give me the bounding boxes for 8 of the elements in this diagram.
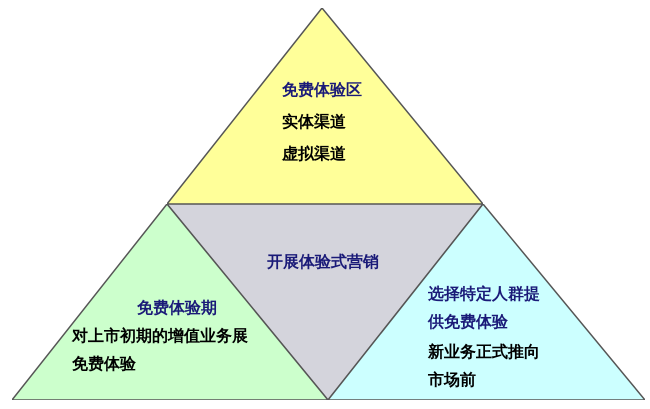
body-text: 对上市初期的增值业务展免费体验 bbox=[72, 325, 249, 375]
body-text: 实体渠道 bbox=[282, 111, 347, 133]
body-text: 新业务正式推向市场前 bbox=[428, 341, 541, 391]
heading-text: 选择特定人群提供免费体验 bbox=[428, 283, 541, 333]
heading-text: 免费体验区 bbox=[282, 79, 363, 101]
heading-text: 开展体验式营销 bbox=[267, 251, 380, 273]
heading-text: 免费体验期 bbox=[137, 297, 218, 319]
body-text: 虚拟渠道 bbox=[282, 143, 347, 165]
